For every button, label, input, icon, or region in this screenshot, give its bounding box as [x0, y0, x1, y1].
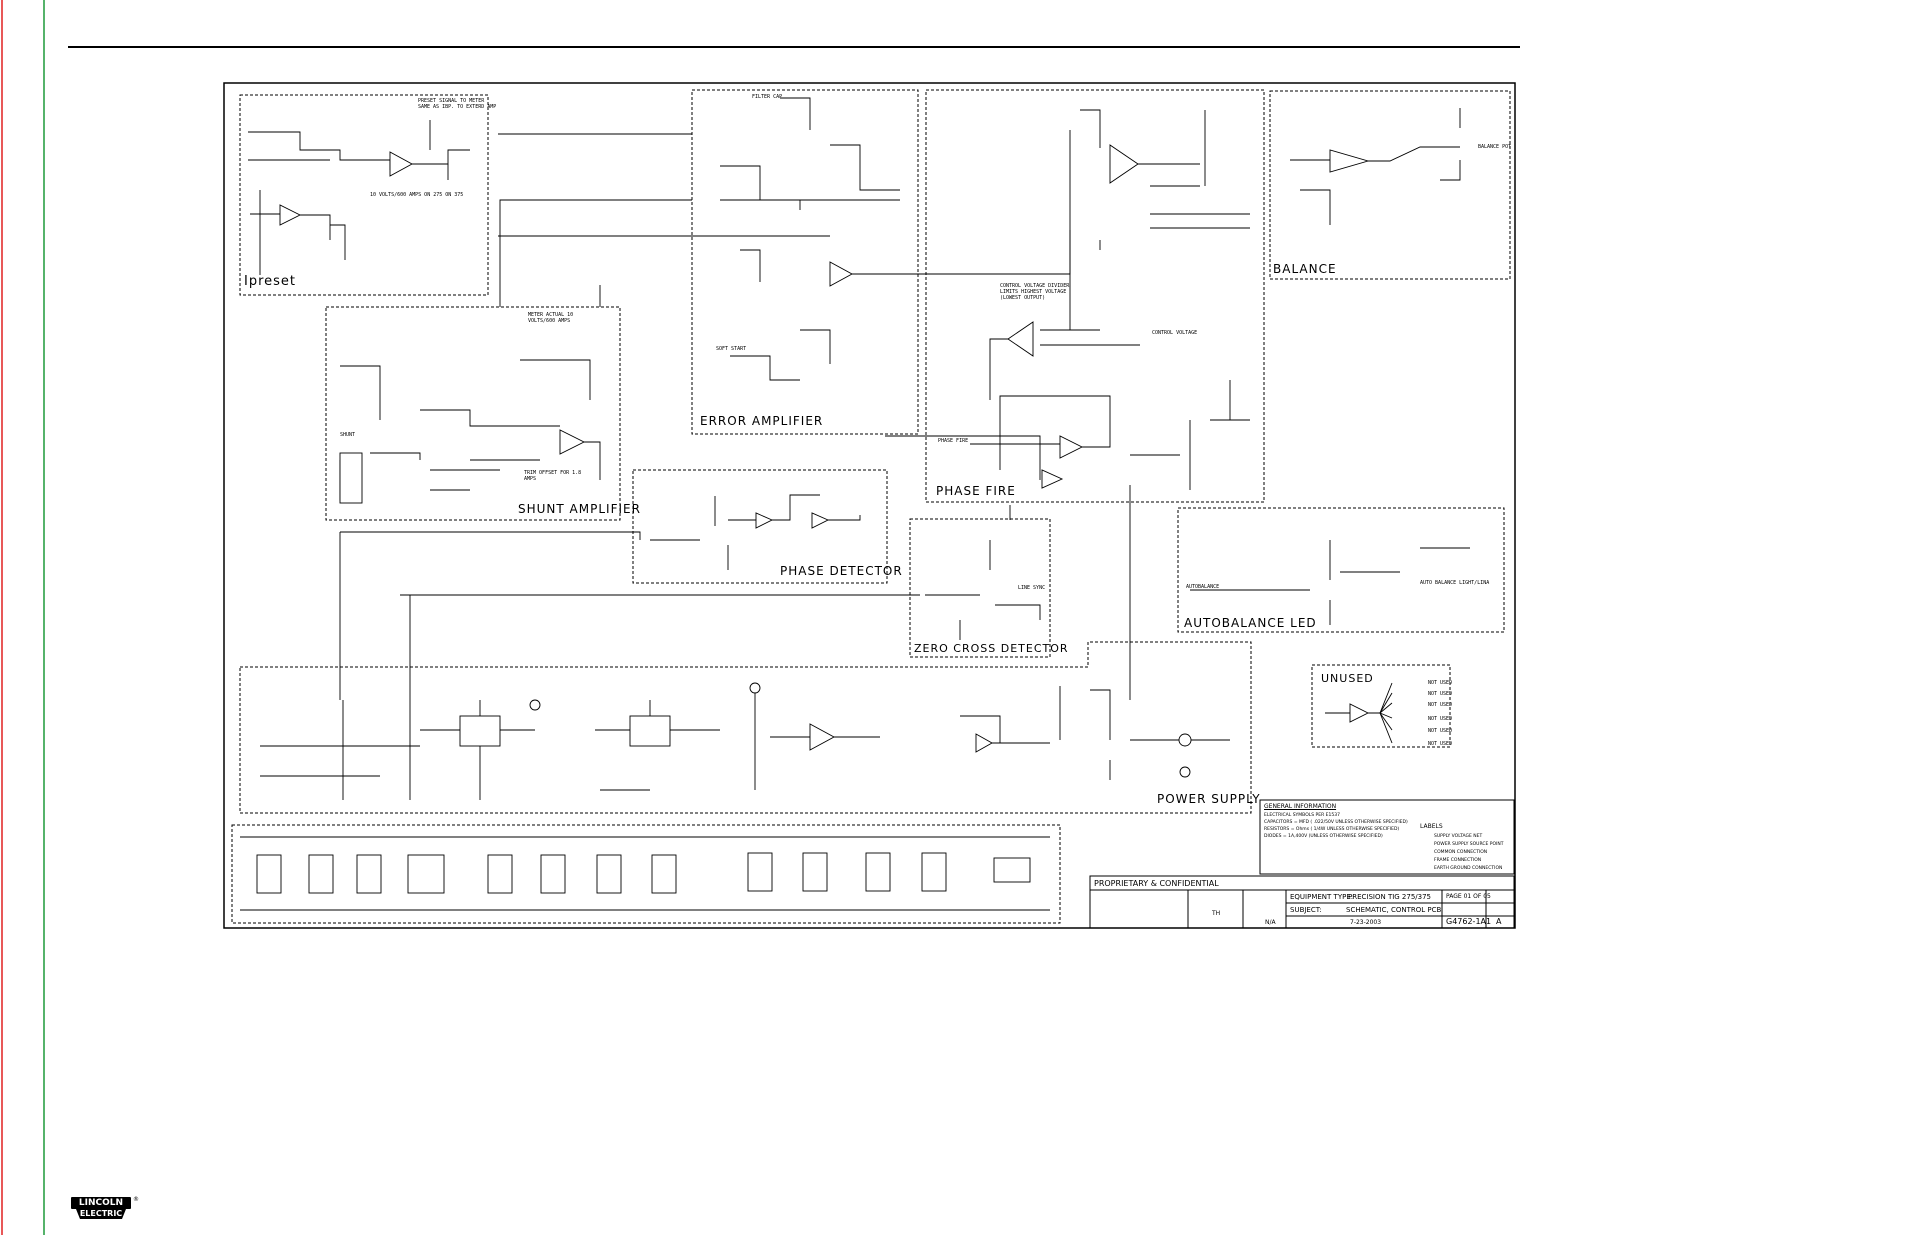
unused-output-1: NOT USED	[1428, 680, 1453, 686]
subject-label: SUBJECT:	[1290, 906, 1322, 914]
block-power-supply	[239, 641, 1252, 814]
note-filter-cap: FILTER CAP	[752, 94, 783, 100]
note-balance-pot: BALANCE POT	[1478, 144, 1512, 150]
autobalance-led-label: AUTOBALANCE LED	[1184, 616, 1317, 630]
note-autobalance-label: AUTOBALANCE	[1186, 584, 1220, 590]
note-preset-signal: PRESET SIGNAL TO METER SAME AS IBP. TO E…	[418, 98, 497, 110]
block-phase-detector	[632, 469, 888, 584]
logo-line-1: LINCOLN	[78, 1198, 124, 1208]
labels-title: LABELS	[1420, 823, 1443, 830]
phase-detector-label: PHASE DETECTOR	[780, 564, 903, 578]
general-info-line-3: RESISTORS = Ohms ( 1/4W UNLESS OTHERWISE…	[1264, 827, 1400, 832]
general-info-title: GENERAL INFORMATION	[1264, 803, 1337, 810]
shunt-amplifier-label: SHUNT AMPLIFIER	[518, 502, 641, 516]
general-info-box	[1259, 799, 1515, 875]
note-autobalance: AUTO BALANCE LIGHT/LINA	[1420, 580, 1490, 586]
decoupling-ics	[256, 852, 1031, 894]
schematic-frame	[223, 82, 1516, 929]
unused-output-3: NOT USED	[1428, 702, 1453, 708]
unused-label: UNUSED	[1321, 672, 1374, 685]
label-earth: EARTH GROUND CONNECTION	[1434, 866, 1503, 871]
label-supply-voltage: SUPPLY VOLTAGE NET	[1434, 834, 1483, 839]
label-common: COMMON CONNECTION	[1434, 850, 1488, 855]
phase-fire-label: PHASE FIRE	[936, 484, 1016, 498]
general-info-line-1: ELECTRICAL SYMBOLS PER E1537	[1264, 813, 1340, 818]
revision: A	[1496, 917, 1502, 926]
engineer: TH	[1212, 910, 1221, 917]
ipreset-label: Ipreset	[244, 274, 297, 289]
error-amplifier-label: ERROR AMPLIFIER	[700, 414, 824, 428]
subject: SCHEMATIC, CONTROL PCB	[1346, 906, 1442, 914]
note-control-voltage-divider: CONTROL VOLTAGE DIVIDER LIMITS HIGHEST V…	[1000, 283, 1070, 301]
block-shunt-amplifier	[325, 306, 621, 521]
block-autobalance-led	[1177, 507, 1505, 633]
logo-registered-mark: ®	[133, 1196, 139, 1203]
power-supply-label: POWER SUPPLY	[1157, 792, 1261, 806]
note-soft-start: SOFT START	[716, 346, 747, 352]
interconnect-wiring	[240, 97, 1470, 911]
general-info-line-4: DIODES = 1A,400V (UNLESS OTHERWISE SPECI…	[1264, 834, 1383, 839]
equipment-type: PRECISION TIG 275/375	[1348, 893, 1432, 901]
note-control-voltage: CONTROL VOLTAGE	[1152, 330, 1198, 336]
logo-line-2: ELECTRIC	[79, 1209, 123, 1218]
note-phase-fire: PHASE FIRE	[938, 438, 969, 444]
proprietary-label: PROPRIETARY & CONFIDENTIAL	[1094, 879, 1219, 888]
page-number: PAGE 01 OF 05	[1446, 893, 1491, 900]
lincoln-electric-logo: LINCOLN ELECTRIC	[70, 1196, 132, 1220]
material: N/A	[1265, 919, 1276, 926]
block-ipreset	[239, 94, 489, 296]
label-power-supply: POWER SUPPLY SOURCE POINT	[1434, 842, 1504, 847]
note-metered-actual: METER ACTUAL 10 VOLTS/600 AMPS	[528, 312, 574, 324]
zero-cross-detector-label: ZERO CROSS DETECTOR	[914, 642, 1069, 655]
approval-date: 7-23-2003	[1350, 919, 1382, 926]
unused-output-4: NOT USED	[1428, 716, 1453, 722]
block-error-amplifier	[691, 89, 919, 435]
block-phase-fire	[925, 89, 1265, 503]
title-block-box	[1089, 875, 1515, 929]
balance-label: BALANCE	[1273, 262, 1337, 276]
unused-output-2: NOT USED	[1428, 691, 1453, 697]
block-decoupling	[231, 824, 1061, 924]
unused-output-6: NOT USED	[1428, 741, 1453, 747]
note-trim-offset: TRIM OFFSET FOR 1.8 AMPS	[524, 470, 582, 482]
general-info-line-2: CAPACITORS = MFD ( .022/50V UNLESS OTHER…	[1264, 820, 1408, 825]
unused-output-5: NOT USED	[1428, 728, 1453, 734]
note-line-sync: LINE SYNC	[1018, 585, 1046, 591]
logo-shape-icon	[71, 1197, 131, 1219]
document-number: G4762-1A1	[1446, 917, 1492, 926]
note-volts-preset: 10 VOLTS/600 AMPS ON 275 ON 375	[370, 192, 464, 198]
block-balance	[1269, 90, 1511, 280]
label-frame: FRAME CONNECTION	[1434, 858, 1482, 863]
note-shunt: SHUNT	[340, 432, 356, 438]
block-zero-cross	[909, 518, 1051, 658]
equipment-type-label: EQUIPMENT TYPE:	[1290, 893, 1354, 901]
